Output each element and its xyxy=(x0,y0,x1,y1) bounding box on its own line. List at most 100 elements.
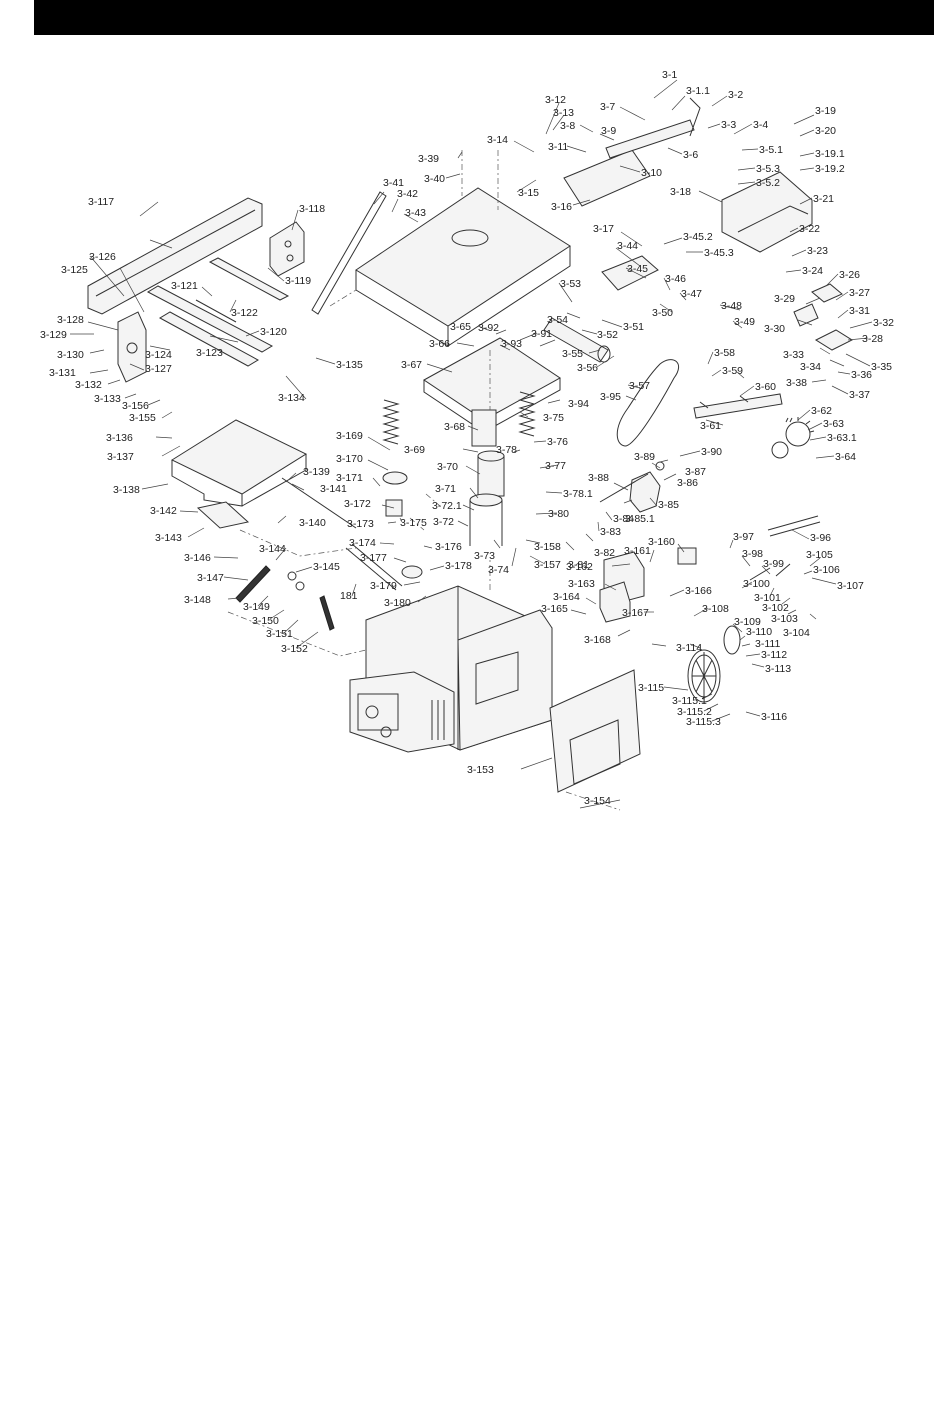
part-label: 3-143 xyxy=(155,532,182,544)
part-label: 3-127 xyxy=(145,363,172,375)
part-label: 3-173 xyxy=(347,518,374,530)
part-label: 3-91 xyxy=(531,328,552,340)
part-label: 3-46 xyxy=(665,273,686,285)
part-label: 3-14 xyxy=(487,134,508,146)
part-label: 181 xyxy=(340,590,358,602)
part-label: 3-175 xyxy=(400,517,427,529)
part-label: 3-81 xyxy=(568,559,589,571)
part-label: 3-63.1 xyxy=(827,432,857,444)
part-labels: 3-1 3-1.1 3-2 3-3 3-4 3-5.1 3-5.3 3-5.2 … xyxy=(40,69,894,807)
part-label: 3-137 xyxy=(107,451,134,463)
part-label: 3-18 xyxy=(670,186,691,198)
part-label: 3-169 xyxy=(336,430,363,442)
part-label: 3-62 xyxy=(811,405,832,417)
part-label: 3-88 xyxy=(588,472,609,484)
part-label: 3-152 xyxy=(281,643,308,655)
part-label: 3-114 xyxy=(676,642,702,654)
part-label: 3-65 xyxy=(450,321,471,333)
part-label: 3-146 xyxy=(184,552,211,564)
part-label: 3-28 xyxy=(862,333,883,345)
part-label: 3-147 xyxy=(197,572,224,584)
part-label: 3-11 xyxy=(548,141,568,153)
part-label: 3-57 xyxy=(629,380,650,392)
part-label: 3-26 xyxy=(839,269,860,281)
part-label: 3-90 xyxy=(701,446,722,458)
part-label: 3-70 xyxy=(437,461,458,473)
part-label: 3-7 xyxy=(600,101,615,113)
part-label: 3-100 xyxy=(743,578,770,590)
part-label: 3-55 xyxy=(562,348,583,360)
part-label: 3-39 xyxy=(418,153,439,165)
part-label: 3-164 xyxy=(553,591,580,603)
part-label: 3-43 xyxy=(405,207,426,219)
part-label: 3-134 xyxy=(278,392,305,404)
part-label: 3-149 xyxy=(243,601,270,613)
part-label: 3-5.2 xyxy=(756,177,780,189)
part-label: 3-133 xyxy=(94,393,121,405)
part-label: 3-111 xyxy=(755,638,780,650)
part-label: 3-85 xyxy=(658,499,679,511)
part-label: 3-78.1 xyxy=(563,488,593,500)
part-label: 3-19.1 xyxy=(815,148,845,160)
part-label: 3-42 xyxy=(397,188,418,200)
part-label: 3-177 xyxy=(360,552,387,564)
part-label: 3-96 xyxy=(810,532,831,544)
part-label: 3-121 xyxy=(171,280,198,292)
part-label: 3-128 xyxy=(57,314,84,326)
part-label: 3-139 xyxy=(303,466,330,478)
part-label: 3-56 xyxy=(577,362,598,374)
part-label: 3-84 xyxy=(613,513,634,525)
part-label: 3-74 xyxy=(488,564,509,576)
part-label: 3-161 xyxy=(624,545,651,557)
part-label: 3-45 xyxy=(627,263,648,275)
part-label: 3-4 xyxy=(753,119,768,131)
part-label: 3-151 xyxy=(266,628,293,640)
part-label: 3-120 xyxy=(260,326,287,338)
part-label: 3-124 xyxy=(145,349,172,361)
part-label: 3-110 xyxy=(746,626,772,638)
part-label: 3-54 xyxy=(547,314,568,326)
part-label: 3-105 xyxy=(806,549,833,561)
part-label: 3-106 xyxy=(813,564,840,576)
part-label: 3-115.3 xyxy=(686,716,721,728)
part-label: 3-68 xyxy=(444,421,465,433)
part-label: 3-135 xyxy=(336,359,363,371)
part-label: 3-104 xyxy=(783,627,810,639)
part-label: 3-102 xyxy=(762,602,789,614)
part-label: 3-179 xyxy=(370,580,397,592)
part-label: 3-17 xyxy=(593,223,614,235)
part-label: 3-1.1 xyxy=(686,85,710,97)
part-label: 3-85.1 xyxy=(625,513,655,525)
part-label: 3-72.1 xyxy=(432,500,462,512)
part-label: 3-1 xyxy=(662,69,677,81)
leader-lines xyxy=(70,79,873,809)
part-label: 3-40 xyxy=(424,173,445,185)
part-label: 3-21 xyxy=(813,193,834,205)
part-label: 3-41 xyxy=(383,177,404,189)
part-label: 3-83 xyxy=(600,526,621,538)
part-label: 3-178 xyxy=(445,560,472,572)
part-label: 3-150 xyxy=(252,615,279,627)
part-label: 3-82 xyxy=(594,547,615,559)
part-label: 3-72 xyxy=(433,516,454,528)
part-label: 3-24 xyxy=(802,265,823,277)
part-label: 3-80 xyxy=(548,508,569,520)
part-label: 3-142 xyxy=(150,505,177,517)
part-label: 3-95 xyxy=(600,391,621,403)
part-label: 3-97 xyxy=(733,531,754,543)
part-label: 3-30 xyxy=(764,323,785,335)
part-label: 3-2 xyxy=(728,89,743,101)
part-label: 3-8 xyxy=(560,120,575,132)
part-label: 3-77 xyxy=(545,460,566,472)
part-label: 3-52 xyxy=(597,329,618,341)
part-label: 3-125 xyxy=(61,264,88,276)
part-label: 3-86 xyxy=(677,477,698,489)
part-shapes xyxy=(87,97,854,793)
part-label: 3-158 xyxy=(534,541,561,553)
part-label: 3-109 xyxy=(734,616,761,628)
part-label: 3-66 xyxy=(429,338,450,350)
part-label: 3-48 xyxy=(721,300,742,312)
part-label: 3-94 xyxy=(568,398,589,410)
part-label: 3-101 xyxy=(754,592,781,604)
